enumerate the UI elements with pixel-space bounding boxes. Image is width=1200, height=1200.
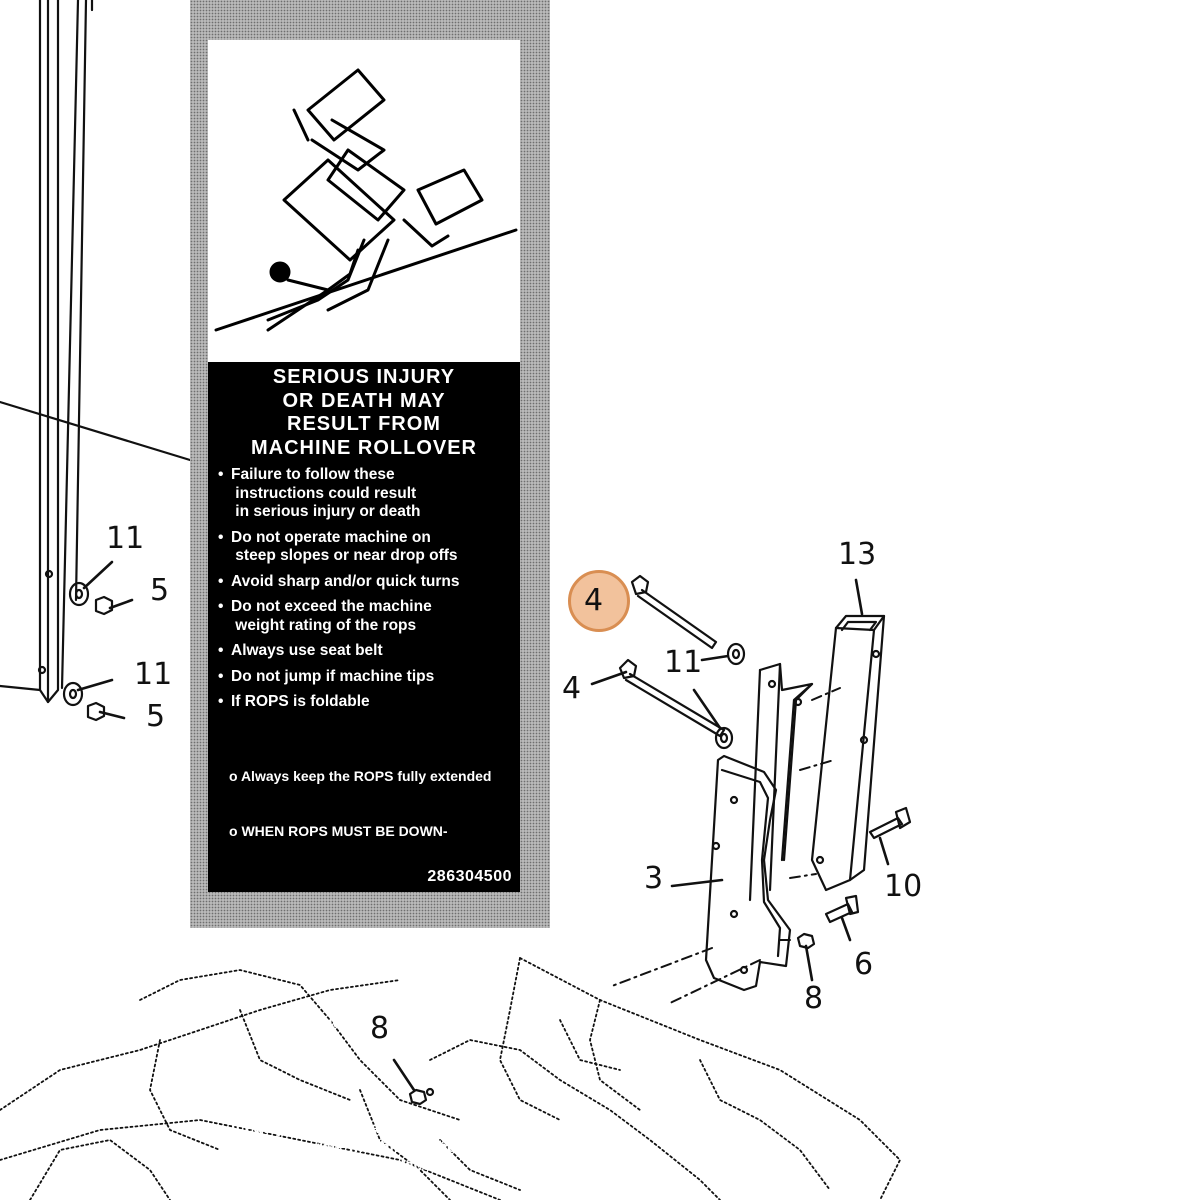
bullet-icon: • (218, 466, 224, 483)
callout-11-mid-left[interactable]: 11 (134, 657, 173, 692)
instruction-text: Failure to follow these instructions cou… (231, 466, 421, 520)
instruction-text: Do not exceed the machine weight rating … (231, 598, 432, 634)
mower-chassis (0, 957, 901, 1200)
bullet-icon: • (218, 693, 224, 710)
warning-headline: SERIOUS INJURY OR DEATH MAY RESULT FROM … (208, 362, 520, 460)
callout-5-mid-left[interactable]: 5 (146, 699, 166, 734)
warning-text-panel: SERIOUS INJURY OR DEATH MAY RESULT FROM … (208, 362, 520, 1174)
rollover-pictogram (208, 40, 520, 362)
callout-5-top-left[interactable]: 5 (150, 573, 170, 608)
rops-down-text: Do not use seat belt (278, 952, 412, 968)
sub-bullet-icon: o (229, 768, 238, 784)
bullet-icon: • (270, 952, 275, 968)
instruction-item: • Failure to follow these instructions co… (218, 466, 514, 522)
rops-down-text: Drive with extra care (278, 1014, 416, 1030)
callout-6[interactable]: 6 (854, 947, 874, 982)
callout-11-top-left[interactable]: 11 (106, 521, 145, 556)
instruction-text: Do not operate machine on steep slopes o… (231, 528, 458, 565)
right-leaders (392, 578, 890, 1092)
headline-line: SERIOUS INJURY (272, 366, 456, 388)
callout-4-highlighted[interactable]: 4 (584, 583, 604, 618)
callout-8-bottom[interactable]: 8 (370, 1011, 390, 1046)
bracket-assembly (618, 574, 912, 992)
instruction-text: Do not jump if machine tips (231, 667, 435, 685)
callout-4-lower[interactable]: 4 (562, 671, 582, 706)
instruction-text: If equipped with seat platform, Do not o… (231, 1120, 472, 1174)
callout-3[interactable]: 3 (644, 861, 664, 896)
left-leaders (76, 560, 134, 720)
bullet-icon: • (218, 572, 224, 590)
headline-line: RESULT FROM (287, 413, 441, 435)
instruction-item: • Avoid sharp and/or quick turns (218, 573, 514, 592)
callout-13[interactable]: 13 (838, 537, 877, 572)
bullet-icon: • (218, 667, 224, 685)
headline-line: MACHINE ROLLOVER (251, 436, 477, 459)
instruction-text: If ROPS is foldable (231, 693, 370, 710)
warning-decal: SERIOUS INJURY OR DEATH MAY RESULT FROM … (190, 0, 550, 1174)
rops-sub-text: Always keep the ROPS fully extended (240, 768, 492, 784)
callout-10[interactable]: 10 (884, 869, 923, 904)
bullet-icon: • (218, 598, 224, 615)
bullet-icon: • (270, 1014, 275, 1030)
decal-part-number: 286304500 (427, 868, 512, 885)
selected-callout-highlight[interactable] (568, 570, 630, 632)
bullet-icon: • (218, 642, 224, 659)
instruction-text: Always use seat belt (231, 642, 383, 659)
rollover-pictogram-icon (214, 68, 518, 332)
rops-sub-list: o Always keep the ROPS fully extended o … (218, 730, 514, 877)
instruction-item: • Do not operate machine on steep slopes … (218, 529, 514, 566)
chassis-nut (408, 1087, 435, 1106)
instruction-item: • Do not jump if machine tips (218, 668, 514, 687)
rops-sub-item: o Always keep the ROPS fully extended (218, 767, 514, 785)
rops-down-item: • Drive with extra care (259, 1013, 514, 1031)
instruction-item: • Always use seat belt (218, 642, 514, 661)
rops-down-item: • Do not use seat belt (259, 951, 514, 969)
left-fasteners (62, 581, 114, 722)
callout-8-right[interactable]: 8 (804, 981, 824, 1016)
bullet-icon: • (218, 1120, 224, 1137)
instruction-item: • If ROPS is foldable o Always keep the R… (218, 693, 514, 1112)
rops-sub-item: o WHEN ROPS MUST BE DOWN- (218, 822, 514, 840)
rops-sub-text: WHEN ROPS MUST BE DOWN- (241, 823, 448, 839)
rops-left-post (0, 0, 192, 704)
instruction-list: • Failure to follow these instructions co… (208, 466, 520, 1176)
alignment-lines (611, 687, 841, 1005)
rops-down-list: • Do not use seat belt • Drive with extr… (231, 914, 514, 1075)
instruction-item: • Do not exceed the machine weight rating… (218, 598, 514, 635)
instruction-text: Avoid sharp and/or quick turns (231, 572, 460, 590)
bullet-icon: • (218, 528, 224, 546)
instruction-item: • If equipped with seat platform, Do not … (218, 1120, 514, 1176)
sub-bullet-icon: o (229, 823, 238, 839)
callout-11-right[interactable]: 11 (664, 645, 703, 680)
headline-line: OR DEATH MAY (282, 389, 446, 412)
